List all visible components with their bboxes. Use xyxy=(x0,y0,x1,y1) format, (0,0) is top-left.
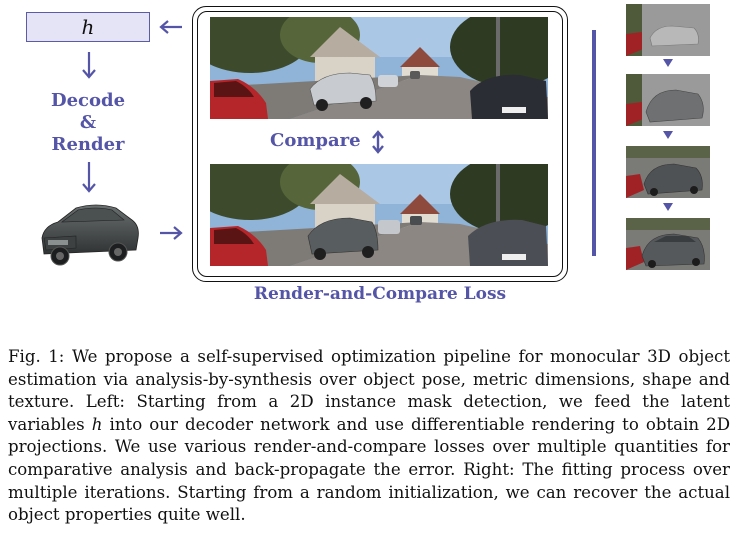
rendered-car-image xyxy=(41,204,139,266)
iteration-thumbnail xyxy=(626,218,710,270)
caption-text-part-2: into our decoder network and use differe… xyxy=(8,414,731,525)
iteration-4-image xyxy=(626,218,710,270)
iteration-thumbnail xyxy=(626,74,710,126)
caption-text-part-1: We propose a self-supervised optimizatio… xyxy=(8,347,731,434)
arrow-down-icon xyxy=(82,52,96,79)
overlay-scene-image xyxy=(210,164,548,266)
iteration-1-image xyxy=(626,4,710,56)
iteration-3-image xyxy=(626,146,710,198)
street-scene-image xyxy=(210,17,548,119)
render-word: Render xyxy=(51,134,125,155)
iteration-thumbnail xyxy=(626,146,710,198)
arrow-down-icon xyxy=(663,131,673,139)
double-arrow-icon xyxy=(372,130,384,154)
decode-word: Decode xyxy=(50,90,126,111)
figure-caption: Fig. 1: We propose a self-supervised opt… xyxy=(8,346,730,527)
iteration-thumbnail xyxy=(626,4,710,56)
vertical-divider xyxy=(592,30,596,256)
arrow-down-icon xyxy=(663,59,673,67)
compare-frame-inner xyxy=(197,11,563,277)
arrow-left-icon xyxy=(159,20,182,34)
latent-symbol: h xyxy=(81,15,95,39)
decode-render-label: Decode & Render xyxy=(36,90,140,156)
loss-label: Render-and-Compare Loss xyxy=(253,284,507,304)
rendered-overlay-image xyxy=(210,164,548,266)
compare-label: Compare xyxy=(270,130,361,151)
input-image xyxy=(210,17,548,119)
arrow-right-icon xyxy=(160,226,183,240)
latent-variable-box: h xyxy=(26,12,150,42)
iteration-2-image xyxy=(626,74,710,126)
arrow-down-icon xyxy=(663,203,673,211)
arrow-down-icon xyxy=(82,162,96,193)
caption-latent-variable: h xyxy=(91,414,103,434)
compare-text: Compare xyxy=(270,130,361,151)
ampersand: & xyxy=(79,112,97,133)
figure-label: Fig. 1: xyxy=(8,347,65,366)
compare-frame xyxy=(192,6,568,282)
